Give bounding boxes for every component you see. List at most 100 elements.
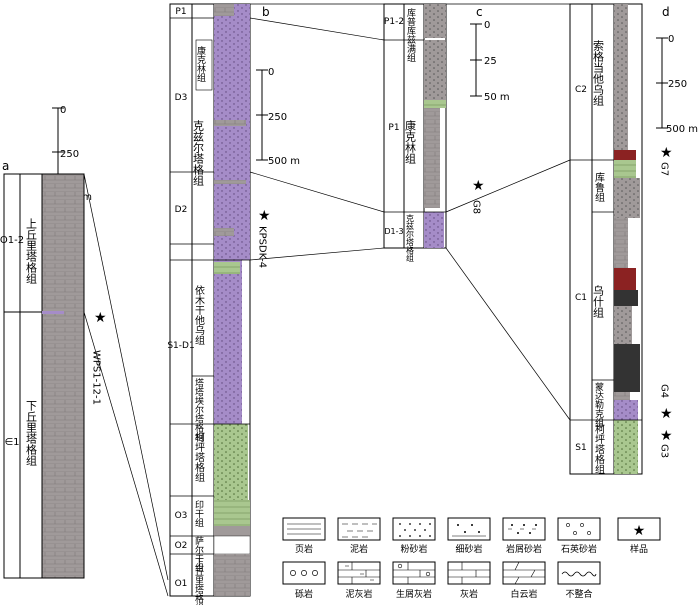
sample-star-icon: ★ — [94, 310, 107, 326]
legend-label: 白云岩 — [510, 588, 537, 600]
unit-name: 克兹尔塔格组 — [406, 214, 415, 262]
sample-star-icon: ★ — [633, 523, 646, 539]
unit-name: 柯坪塔格组 — [193, 431, 205, 482]
legend-label: 泥岩 — [350, 543, 368, 555]
unit-name: 克兹尔塔格组 — [192, 120, 205, 186]
panel-d-column-s1 — [614, 420, 638, 474]
panel-c-column-top — [424, 4, 446, 38]
panel-d-column-c2 — [614, 4, 628, 150]
sample-label: KPSDK-4 — [257, 226, 268, 268]
sample-star-icon: ★ — [660, 406, 673, 422]
unit-code: O3 — [175, 511, 188, 521]
scale-tick-label: 0 — [268, 67, 274, 78]
scale-tick-label: 500 m — [666, 124, 698, 135]
sample-star-icon: ★ — [258, 208, 271, 224]
unit-name: 上丘里塔格组 — [193, 558, 204, 605]
unit-name: 柯坪塔格组 — [593, 423, 605, 474]
scale-tick-label: 500 m — [268, 156, 300, 167]
unit-code: O2 — [175, 541, 188, 551]
legend-item-quartz-sandstone: 石英砂岩 — [557, 517, 601, 555]
unit-code: P1 — [175, 7, 186, 17]
scale-tick-label: 250 — [60, 149, 79, 160]
panel-c-column-devonian — [424, 212, 444, 248]
correlation-lines-cd — [445, 3, 571, 421]
sample-label: WPS1-12-1 — [91, 350, 102, 405]
unit-name: 康克林组 — [195, 45, 206, 82]
legend-item-marl: 泥灰岩 — [337, 561, 381, 600]
legend-label: 不整合 — [565, 588, 592, 600]
legend-label: 泥灰岩 — [345, 588, 372, 600]
unit-name: 库鲁组 — [593, 171, 605, 202]
unit-code: ∈1 — [4, 437, 19, 448]
legend-item-shale: 页岩 — [282, 517, 326, 555]
panel-c-label: c — [476, 5, 483, 19]
panel-b-scale-bar: 0 250 500 m — [256, 67, 300, 167]
panel-d-label: d — [662, 5, 670, 19]
unit-code: C2 — [575, 85, 587, 95]
unit-code: O1-2 — [0, 235, 24, 246]
panel-b-column-devonian — [214, 4, 250, 260]
legend-label: 灰岩 — [460, 588, 478, 600]
scale-tick-label: 250 — [268, 112, 287, 123]
unit-name: 依木干他乌组 — [193, 284, 205, 345]
legend-item-siltstone: 粉砂岩 — [392, 517, 436, 555]
legend-item-fine-sandstone: 细砂岩 — [447, 517, 491, 555]
scale-tick-label: 25 — [484, 56, 497, 67]
sample-label: G8 — [471, 200, 482, 214]
unit-code: D2 — [175, 205, 188, 215]
unit-name: 塔塔埃尔塔格组 — [193, 377, 204, 441]
scale-tick-label: 0 — [668, 34, 674, 45]
legend-item-conglomerate: 砾岩 — [282, 561, 326, 600]
panel-d-dark-layer — [614, 344, 640, 392]
legend-label: 砾岩 — [295, 588, 313, 600]
unit-code: P1 — [388, 123, 399, 133]
correlation-lines-bc — [249, 3, 385, 261]
panel-c-scale-bar: 0 25 50 m — [470, 20, 510, 103]
panel-a: a 0 250 500 m O1-2 ∈1 上丘里塔格组 下丘里塔格组 ★ WP… — [0, 105, 107, 579]
unit-name: 索格当他乌组 — [592, 39, 605, 106]
legend-item-limestone: 灰岩 — [447, 561, 491, 600]
legend-label: 岩屑砂岩 — [506, 543, 542, 555]
legend-label: 石英砂岩 — [561, 543, 597, 555]
correlation-lines-ab — [83, 173, 169, 597]
sample-star-icon: ★ — [472, 178, 485, 194]
unit-name: 蒙达勒克组 — [593, 381, 604, 427]
legend-label: 细砂岩 — [455, 543, 482, 555]
sample-label: G3 — [659, 444, 670, 458]
legend: 页岩 泥岩 粉砂岩 细砂岩 岩屑砂岩 石英砂岩 — [282, 517, 661, 600]
scale-tick-label: 0 — [484, 20, 490, 31]
legend-label: 样品 — [630, 543, 648, 555]
panel-d: d C2 索格当他乌组 库鲁组 C1 乌什组 蒙达勒克组 S1 柯坪塔格组 — [569, 3, 698, 475]
sample-star-icon: ★ — [660, 145, 673, 161]
unit-code: S1 — [575, 443, 586, 453]
unit-code: P1-2 — [384, 17, 404, 27]
unit-code: C1 — [575, 293, 587, 303]
legend-item-lithic-sandstone: 岩屑砂岩 — [502, 517, 546, 555]
scale-tick-label: 50 m — [484, 92, 510, 103]
unit-code: D1-3 — [384, 227, 403, 236]
panel-a-label: a — [2, 159, 9, 173]
legend-label: 页岩 — [295, 543, 313, 555]
unit-code: S1-D1 — [167, 341, 194, 351]
scale-tick-label: 250 — [668, 79, 687, 90]
legend-item-sample: ★ 样品 — [617, 517, 661, 555]
unit-name: 上丘里塔格组 — [25, 218, 38, 284]
sample-label: G4 — [659, 384, 670, 398]
unit-name: 库普库兹满组 — [405, 7, 416, 62]
panel-a-lithology-column — [41, 173, 85, 579]
unit-name: 印干组 — [193, 499, 204, 527]
legend-label: 粉砂岩 — [400, 543, 427, 555]
unit-name: 康克林组 — [404, 119, 417, 164]
panel-b-label: b — [262, 5, 270, 19]
unit-code: D3 — [175, 93, 188, 103]
legend-item-bioclastic-limestone: 生屑灰岩 — [392, 561, 436, 600]
panel-d-scale-bar: 0 250 500 m — [656, 34, 698, 135]
unit-name: 下丘里塔格组 — [25, 400, 38, 466]
unit-code: O1 — [175, 579, 188, 589]
legend-item-mudstone: 泥岩 — [337, 517, 381, 555]
panel-b: b P1 康克林组 D3 D2 克 — [167, 3, 300, 605]
unit-name: 萨尔干组 — [193, 536, 204, 572]
unit-name: 乌什组 — [592, 284, 605, 318]
panel-d-red-layer — [614, 268, 636, 290]
